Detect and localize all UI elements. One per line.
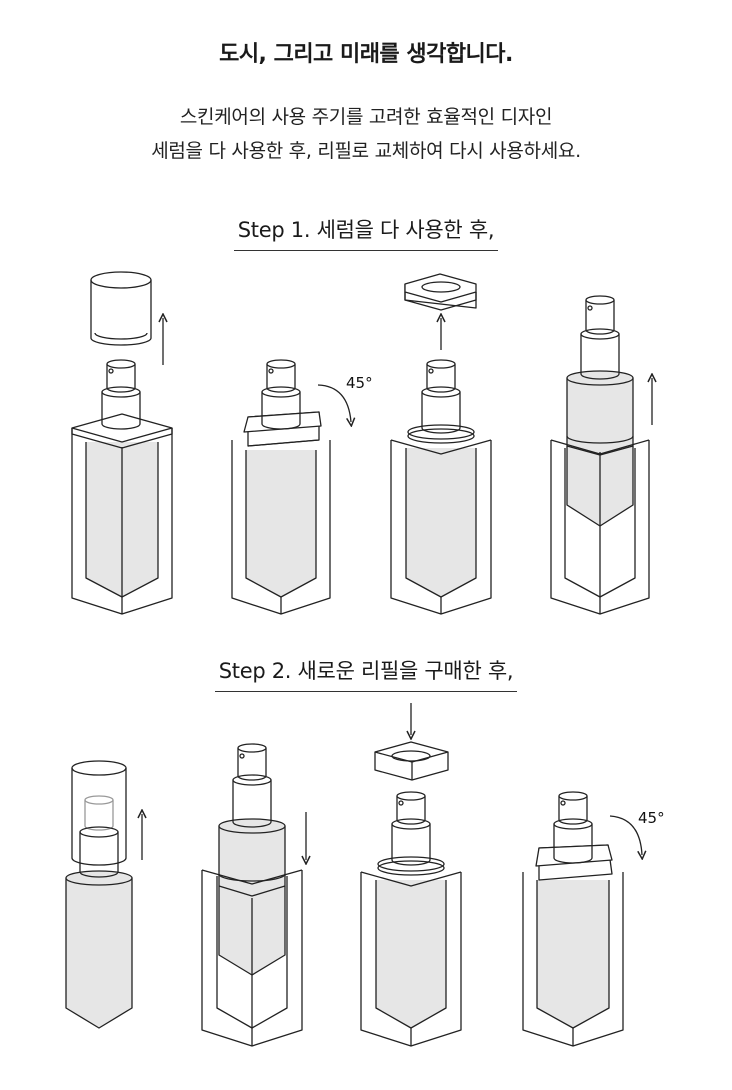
bottle-icon — [550, 295, 650, 615]
step2-rotate-lock — [522, 791, 642, 1047]
step2-place-ring — [360, 703, 462, 1047]
step1-ring-removal — [390, 273, 492, 615]
bottle-icon — [231, 359, 331, 615]
description-line-2: 세럼을 다 사용한 후, 리필로 교체하여 다시 사용하세요. — [151, 140, 581, 162]
bottle-icon — [71, 359, 173, 615]
bottle-icon — [390, 359, 492, 615]
step-2-label: Step 2. 새로운 리필을 구매한 후, — [214, 655, 518, 692]
angle-label-step1: 45° — [346, 374, 373, 392]
step1-refill-removal — [550, 295, 652, 615]
angle-label-step2: 45° — [638, 809, 665, 827]
page-title: 도시, 그리고 미래를 생각합니다. — [219, 42, 513, 67]
bottle-icon — [360, 791, 462, 1047]
step2-insert-refill — [201, 743, 306, 1047]
ring-plate-icon — [404, 273, 477, 311]
step-1-label: Step 1. 세럼을 다 사용한 후, — [233, 214, 499, 251]
step1-bottle-cap-removal — [71, 271, 173, 615]
cap-icon — [90, 271, 152, 346]
step-2-heading: Step 2. 새로운 리필을 구매한 후, — [0, 655, 732, 692]
step1-bottle-rotate — [231, 359, 351, 615]
rotate-arrow-icon — [317, 384, 351, 422]
bottle-icon — [201, 743, 303, 1047]
step-1-heading: Step 1. 세럼을 다 사용한 후, — [0, 214, 732, 251]
step2-new-refill — [65, 760, 142, 1029]
ring-plate-icon — [374, 741, 449, 781]
bottle-icon — [522, 791, 624, 1047]
rotate-arrow-icon — [609, 815, 642, 855]
refill-cartridge-icon — [65, 760, 133, 1029]
description-line-1: 스킨케어의 사용 주기를 고려한 효율적인 디자인 — [179, 106, 553, 128]
